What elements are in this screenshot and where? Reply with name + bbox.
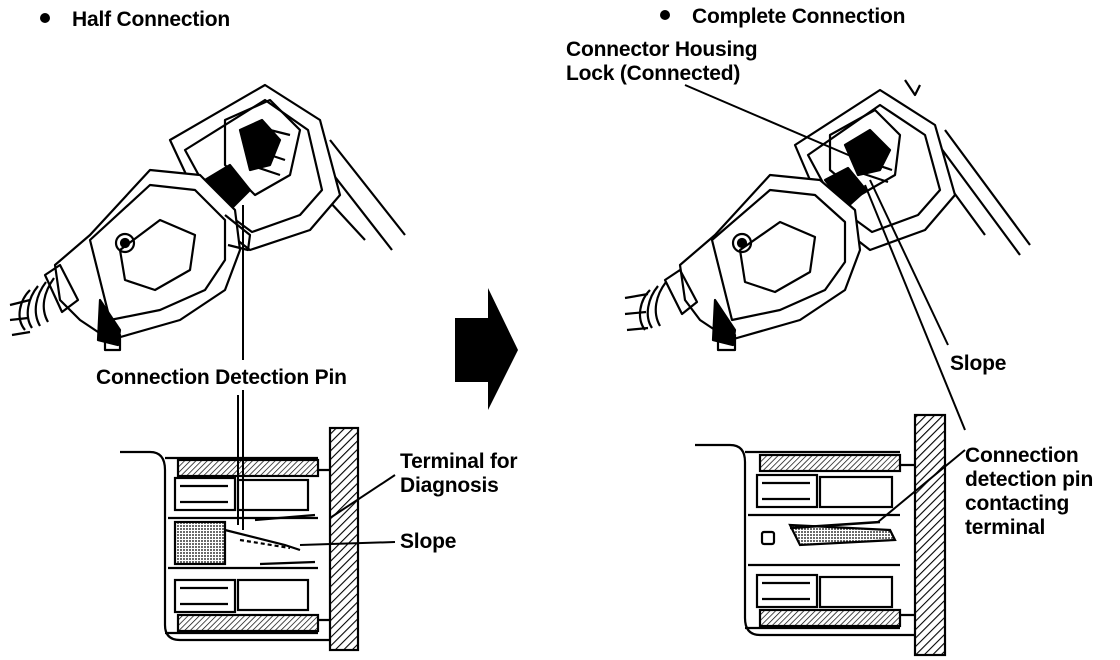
label-terminal-line1: Terminal for — [400, 450, 518, 473]
bullet-icon — [40, 13, 50, 24]
label-housing-lock-line2: Lock (Connected) — [566, 62, 741, 85]
label-slope-left: Slope — [400, 530, 457, 553]
left-heading: Half Connection — [40, 8, 230, 32]
label-detection-pin-contacting: Connection detection pin contacting term… — [965, 444, 1093, 540]
right-heading-text: Complete Connection — [692, 5, 906, 28]
label-contact-line3: contacting — [965, 492, 1070, 515]
label-contact-line4: terminal — [965, 516, 1046, 539]
right-leader-lines — [684, 84, 966, 523]
left-cross-section — [120, 426, 360, 652]
label-housing-lock-line1: Connector Housing — [566, 38, 758, 61]
left-leader-lines — [237, 205, 396, 546]
label-contact-line1: Connection — [965, 444, 1079, 467]
right-cross-section — [695, 413, 947, 657]
label-contact-line2: detection pin — [965, 468, 1094, 491]
label-terminal-line2: Diagnosis — [400, 474, 499, 497]
label-terminal-for-diagnosis: Terminal for Diagnosis — [400, 450, 518, 498]
label-connection-detection-pin: Connection Detection Pin — [96, 366, 347, 389]
right-heading: Complete Connection — [660, 5, 905, 29]
bullet-icon — [660, 10, 670, 21]
left-heading-text: Half Connection — [72, 8, 230, 31]
right-arrow-icon — [455, 288, 518, 410]
right-connector-drawing — [624, 79, 1031, 352]
left-connector-drawing — [9, 83, 406, 352]
label-connector-housing-lock: Connector Housing Lock (Connected) — [566, 38, 758, 86]
label-slope-right: Slope — [950, 352, 1007, 375]
